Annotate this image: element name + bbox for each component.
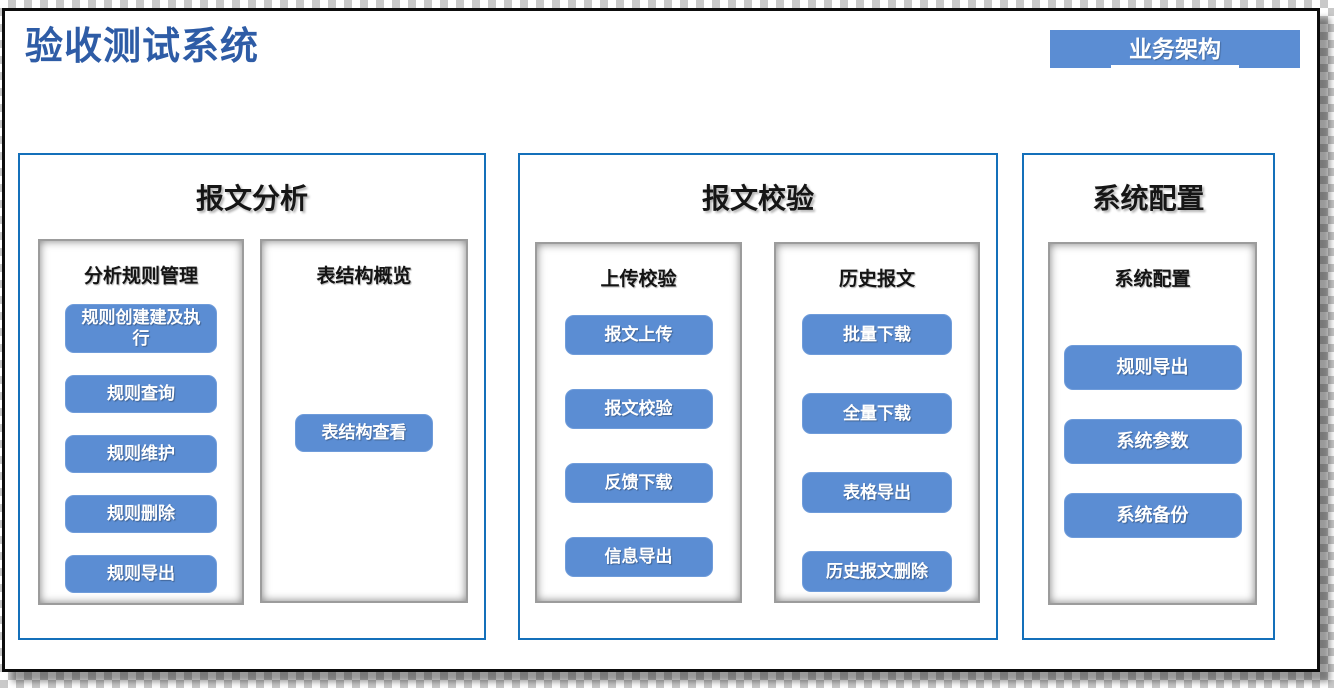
panel-title: 上传校验 [600,269,677,290]
feature-button-rule-export[interactable]: 规则导出 [1063,345,1242,390]
feature-button-rule-maintain[interactable]: 规则维护 [65,434,217,473]
panel-title: 分析规则管理 [83,266,198,287]
section-message-analysis: 报文分析 分析规则管理 规则创建建及执行 规则查询 规则维护 规则删除 规则导出… [18,153,486,640]
feature-button-system-backup[interactable]: 系统备份 [1063,493,1242,538]
feature-button-rule-delete[interactable]: 规则删除 [65,494,217,533]
feature-button-info-export[interactable]: 信息导出 [564,537,713,577]
section-message-verification: 报文校验 上传校验 报文上传 报文校验 反馈下载 信息导出 历史报文 批量下载 … [518,153,998,640]
panel-history-messages: 历史报文 批量下载 全量下载 表格导出 历史报文删除 [774,242,980,603]
button-column: 报文上传 报文校验 反馈下载 信息导出 [537,315,740,577]
feature-button-rule-create-execute[interactable]: 规则创建建及执行 [65,304,217,353]
feature-button-feedback-download[interactable]: 反馈下载 [564,463,713,503]
section-title: 系统配置 [1092,183,1205,214]
feature-button-system-params[interactable]: 系统参数 [1063,419,1242,464]
feature-button-full-download[interactable]: 全量下载 [802,393,952,434]
feature-button-message-verify[interactable]: 报文校验 [564,389,713,429]
feature-button-rule-query[interactable]: 规则查询 [65,374,217,413]
architecture-badge: 业务架构 [1050,30,1300,68]
feature-button-batch-download[interactable]: 批量下载 [802,314,952,355]
slide-page: 验收测试系统 业务架构 报文分析 分析规则管理 规则创建建及执行 规则查询 规则… [2,8,1320,672]
panel-table-structure-overview: 表结构概览 表结构查看 [260,239,468,603]
page-title: 验收测试系统 [25,26,260,68]
panel-title: 历史报文 [838,269,915,290]
button-column: 批量下载 全量下载 表格导出 历史报文删除 [776,314,978,592]
feature-button-table-export[interactable]: 表格导出 [802,472,952,513]
feature-button-rule-export[interactable]: 规则导出 [65,554,217,593]
section-title: 报文分析 [195,183,308,214]
section-title: 报文校验 [701,183,814,214]
panel-analysis-rule-management: 分析规则管理 规则创建建及执行 规则查询 规则维护 规则删除 规则导出 [38,239,244,605]
feature-button-table-structure-view[interactable]: 表结构查看 [295,414,433,452]
panel-system-config: 系统配置 规则导出 系统参数 系统备份 [1048,242,1257,605]
feature-button-history-message-delete[interactable]: 历史报文删除 [802,551,952,592]
panel-title: 表结构概览 [316,266,412,287]
panel-title: 系统配置 [1114,269,1191,290]
button-column: 规则导出 系统参数 系统备份 [1050,345,1255,538]
feature-button-message-upload[interactable]: 报文上传 [564,315,713,355]
section-system-config: 系统配置 系统配置 规则导出 系统参数 系统备份 [1022,153,1275,640]
panel-upload-verification: 上传校验 报文上传 报文校验 反馈下载 信息导出 [535,242,742,603]
button-column: 规则创建建及执行 规则查询 规则维护 规则删除 规则导出 [40,304,242,593]
button-column: 表结构查看 [262,414,466,452]
architecture-badge-label: 业务架构 [1111,30,1239,68]
